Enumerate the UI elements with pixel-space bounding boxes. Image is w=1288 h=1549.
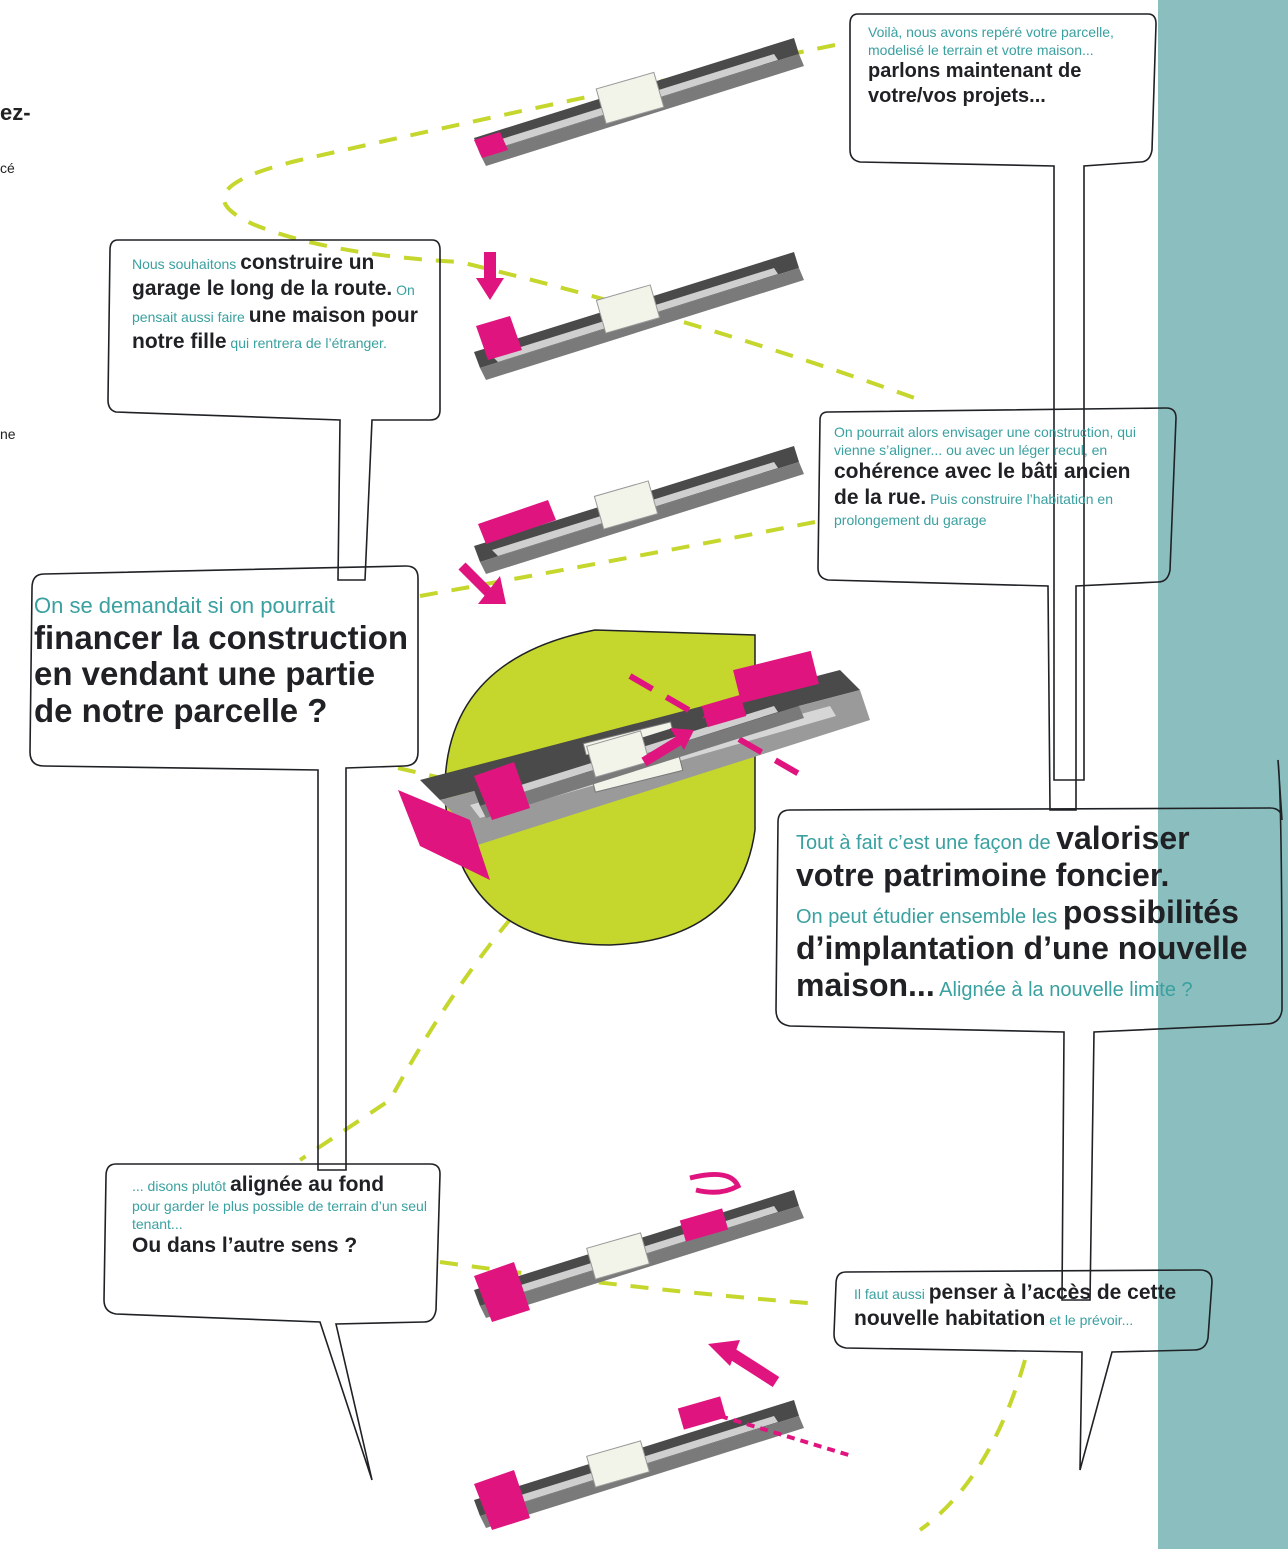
connector-path-6 — [918, 1359, 1027, 1532]
plot-sketch-7 — [474, 1340, 853, 1530]
speech-bubble-4: On se demandait si on pourrait financer … — [34, 592, 414, 730]
speech-bubble-7: Il faut aussi penser à l’accès de cette … — [854, 1280, 1206, 1333]
bubble-2-light-3: qui rentrera de l’étranger. — [230, 334, 387, 351]
bubble-1-light-text: Voilà, nous avons repéré votre parcelle,… — [868, 24, 1114, 58]
bubble-2-light-2: On pensait aussi faire — [132, 282, 415, 325]
speech-bubble-6: ... disons plutôt alignée au fond pour g… — [132, 1172, 438, 1260]
speech-bubble-1: Voilà, nous avons repéré votre parcelle,… — [868, 24, 1148, 109]
connector-path-5 — [439, 1260, 821, 1306]
bubble-2-light-1: Nous souhaitons — [132, 256, 237, 272]
bubble-7-light-1: Il faut aussi — [854, 1286, 925, 1302]
bubble-4-light: On se demandait si on pourrait — [34, 593, 335, 618]
bubble-7-light-2: et le prévoir... — [1049, 1312, 1134, 1329]
bubble-5-bold-1: valoriser votre patrimoine foncier. — [796, 820, 1190, 893]
bubble-5-light-3: Alignée à la nouvelle limite ? — [939, 979, 1193, 1002]
left-fragment-text-2: ne — [0, 426, 16, 442]
bubble-3-light-1: On pourrait alors envisager une construc… — [834, 424, 1136, 458]
bubble-5-light-1: Tout à fait c’est une façon de — [796, 832, 1051, 854]
bubble-outline-1 — [849, 13, 1157, 781]
bubble-5-light-2: On peut étudier ensemble les — [796, 905, 1058, 928]
plot-sketch-2 — [474, 252, 804, 380]
bubble-outline-3 — [817, 407, 1177, 811]
teal-side-band — [1158, 0, 1288, 1549]
bubble-2-bold-1: construire un garage le long de la route… — [132, 251, 393, 301]
bubble-6-light-1: ... disons plutôt — [132, 1178, 227, 1194]
bubble-4-bold: financer la construction en vendant une … — [34, 618, 409, 730]
bubble-outline-7 — [833, 1269, 1213, 1471]
bubble-outline-4 — [29, 565, 419, 1171]
plot-sketch-6 — [474, 1171, 804, 1322]
bubble-outline-5 — [775, 759, 1283, 1301]
bubble-outline-2 — [107, 239, 441, 581]
bubble-6-bold-2: Ou dans l’autre sens ? — [132, 1234, 358, 1258]
bubble-2-bold-2: une maison pour notre fille — [132, 303, 418, 353]
bubble-outline-6 — [103, 1163, 441, 1481]
left-fragment-text-1: cé — [0, 160, 15, 176]
plot-sketch-5 — [474, 690, 804, 820]
bubble-5-bold-2: possibilités d’implantation d’une nouvel… — [796, 893, 1248, 1004]
speech-bubble-2: Nous souhaitons construire un garage le … — [132, 250, 432, 355]
bubble-3-light-2: Puis construire l’habitation en prolonge… — [834, 491, 1113, 528]
connector-path-2 — [419, 520, 816, 598]
bubble-6-bold-1: alignée au fond — [230, 1173, 385, 1196]
bubble-6-light-2: pour garder le plus possible de terrain … — [132, 1198, 427, 1232]
plot-sketch-1 — [474, 38, 804, 166]
speech-bubble-3: On pourrait alors envisager une construc… — [834, 424, 1154, 529]
plot-sketch-3 — [458, 446, 804, 604]
left-fragment-heading: ez- — [0, 100, 31, 125]
bubble-7-bold-1: penser à l’accès de cette nouvelle habit… — [854, 1281, 1177, 1331]
bubble-3-bold-1: cohérence avec le bâti ancien de la rue. — [834, 460, 1131, 510]
speech-bubble-5: Tout à fait c’est une façon de valoriser… — [796, 820, 1276, 1004]
bubble-1-bold-text: parlons maintenant de votre/vos projets.… — [868, 60, 1082, 107]
